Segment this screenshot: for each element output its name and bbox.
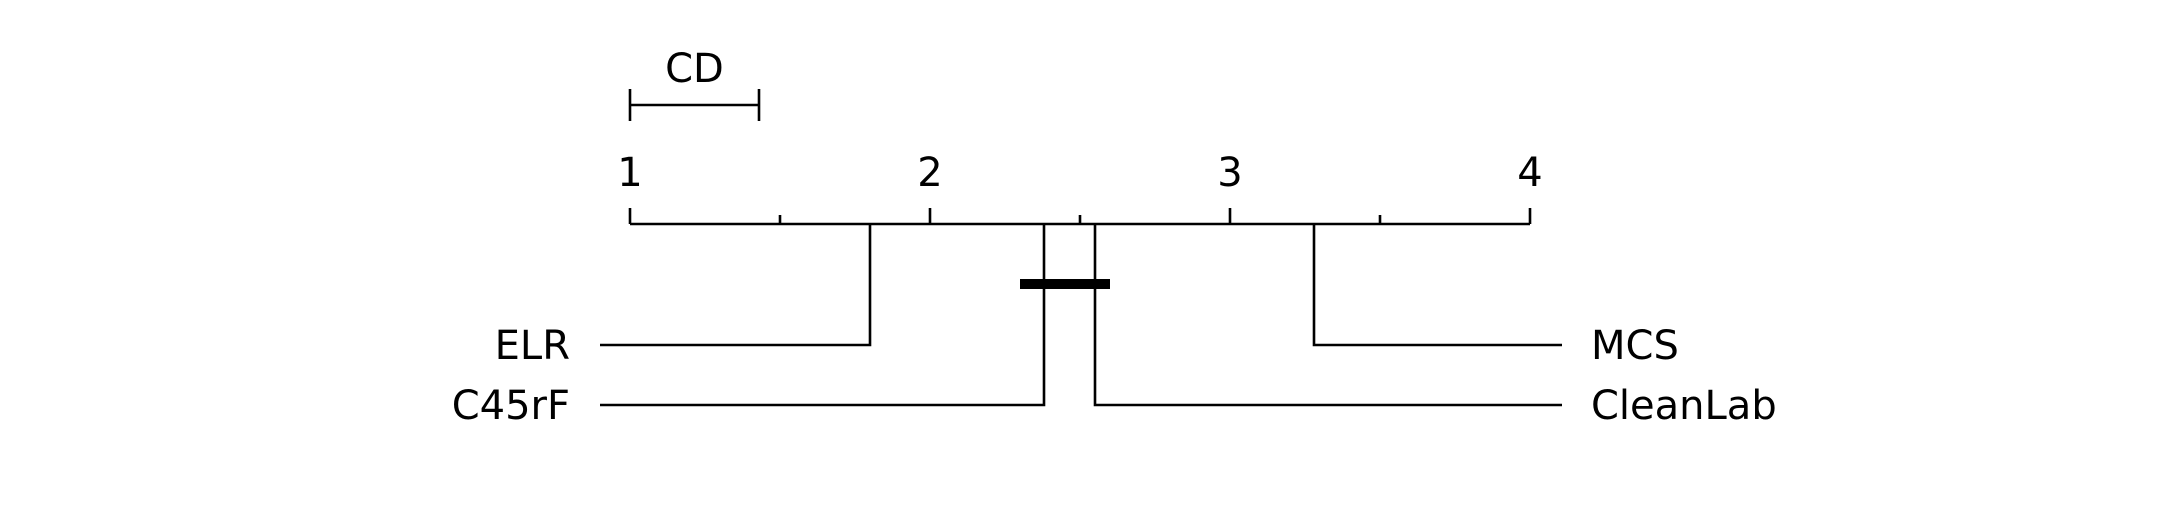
- method-connector-mcs: [1312, 224, 1562, 347]
- method-label-cleanlab: CleanLab: [1591, 383, 1777, 429]
- method-lines: ELR C45rF MCS CleanLab: [452, 224, 1777, 429]
- method-label-c45rf: C45rF: [452, 383, 570, 429]
- tick-label: 2: [917, 150, 942, 196]
- rank-axis: 1 2 3 4: [617, 150, 1543, 226]
- tick-label: 1: [617, 150, 642, 196]
- cd-group: CD: [628, 46, 761, 121]
- method-label-elr: ELR: [495, 323, 570, 369]
- tick-label: 4: [1517, 150, 1542, 196]
- tick-label: 3: [1217, 150, 1242, 196]
- method-connector-elr: [600, 224, 872, 347]
- method-connector-c45rf: [600, 224, 1046, 407]
- method-connector-cleanlab: [1093, 224, 1562, 407]
- method-label-mcs: MCS: [1591, 323, 1679, 369]
- cd-label: CD: [665, 46, 724, 92]
